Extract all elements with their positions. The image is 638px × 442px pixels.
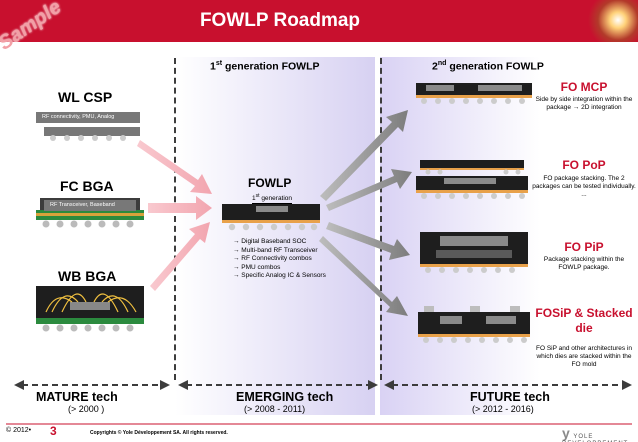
fowlp-title: FOWLP [248, 176, 291, 190]
footer-copyright: Copyrights © Yole Développement SA. All … [90, 430, 228, 436]
fo-pop-package-image [416, 160, 528, 199]
yole-logo: y YOLE DEVELOPPEMENT [562, 425, 638, 442]
fowlp-package-image [222, 204, 320, 230]
list-item: → RF Connectivity combos [233, 255, 326, 264]
fowlp-subtitle: 1st generation [252, 193, 292, 204]
fo-mcp-desc: Side by side integration within the pack… [532, 96, 636, 112]
fo-pop-title: FO PoP [534, 158, 634, 172]
wbbga-package-image [36, 286, 144, 332]
wlcsp-chip-label: RF connectivity, PMU, Analog [36, 112, 140, 123]
wlcsp-title: WL CSP [58, 89, 112, 105]
fo-pip-package-image [420, 232, 528, 273]
fo-pip-title: FO PiP [534, 240, 634, 254]
arrow-fcbga-to-fowlp [148, 196, 212, 220]
fo-pip-desc: Package stacking within the FOWLP packag… [532, 256, 636, 272]
emerging-timeline-arrow [178, 380, 378, 390]
fo-mcp-title: FO MCP [534, 80, 634, 94]
fowlp-application-list: → Digital Baseband SOC → Multi-band RF T… [233, 238, 326, 281]
fosip-title: FOSiP & Stacked die [534, 306, 634, 336]
mature-tech-years: (> 2000 ) [68, 404, 104, 414]
list-item: → Digital Baseband SOC [233, 238, 326, 247]
arrow-wbbga-to-fowlp [150, 222, 210, 291]
fo-pop-desc: FO package stacking. The 2 packages can … [532, 175, 636, 199]
emerging-tech-label: EMERGING tech [236, 390, 333, 404]
arrow-wlcsp-to-fowlp [137, 140, 212, 194]
future-tech-years: (> 2012 - 2016) [472, 404, 534, 414]
list-item: → PMU combos [233, 264, 326, 273]
wbbga-title: WB BGA [58, 268, 116, 284]
wlcsp-package-image [44, 127, 140, 141]
mature-timeline-arrow [14, 380, 170, 390]
emerging-tech-years: (> 2008 - 2011) [244, 404, 305, 414]
footer: © 2012• 3 Copyrights © Yole Développemen… [0, 423, 638, 442]
arrow-to-fo-mcp [320, 110, 408, 201]
yole-logo-mark: y [562, 425, 571, 441]
fo-mcp-package-image [416, 83, 532, 104]
fosip-desc: FO SiP and other architectures in which … [532, 345, 636, 369]
fcbga-title: FC BGA [60, 178, 114, 194]
arrow-to-fo-pop [326, 169, 412, 211]
fcbga-chip-label: RF Transceiver, Baseband [44, 200, 136, 211]
mature-tech-label: MATURE tech [36, 390, 118, 404]
list-item: → Multi-band RF Transceiver [233, 247, 326, 256]
future-tech-label: FUTURE tech [470, 390, 550, 404]
future-timeline-arrow [384, 380, 632, 390]
fosip-package-image [418, 306, 530, 343]
list-item: → Specific Analog IC & Sensors [233, 272, 326, 281]
footer-copyright-year: © 2012• [6, 427, 31, 434]
page-number: 3 [50, 424, 57, 438]
